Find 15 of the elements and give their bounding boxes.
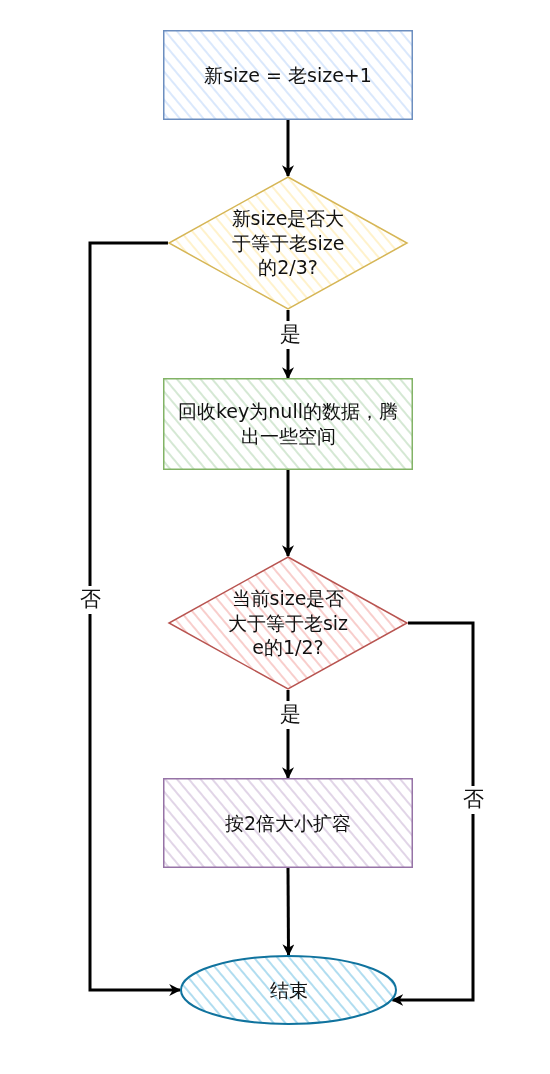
node-text: 新size是否大于等于老size的2/3? (230, 205, 346, 281)
node-text: 回收key为null的数据，腾出一些空间 (177, 399, 399, 449)
arrow (88, 241, 182, 996)
arrow (282, 120, 294, 178)
edge-label: 是 (277, 321, 303, 349)
arrow (282, 868, 295, 957)
arrow (282, 470, 294, 558)
node-text: 当前size是否大于等于老size的1/2? (226, 585, 350, 661)
node-text: 新size = 老size+1 (204, 62, 372, 88)
edge-label: 否 (460, 786, 486, 814)
edge-label: 否 (77, 586, 103, 614)
arrow (391, 621, 475, 1006)
node-text: 结束 (269, 977, 308, 1003)
edge-label: 是 (277, 701, 303, 729)
node-text: 按2倍大小扩容 (224, 810, 352, 836)
